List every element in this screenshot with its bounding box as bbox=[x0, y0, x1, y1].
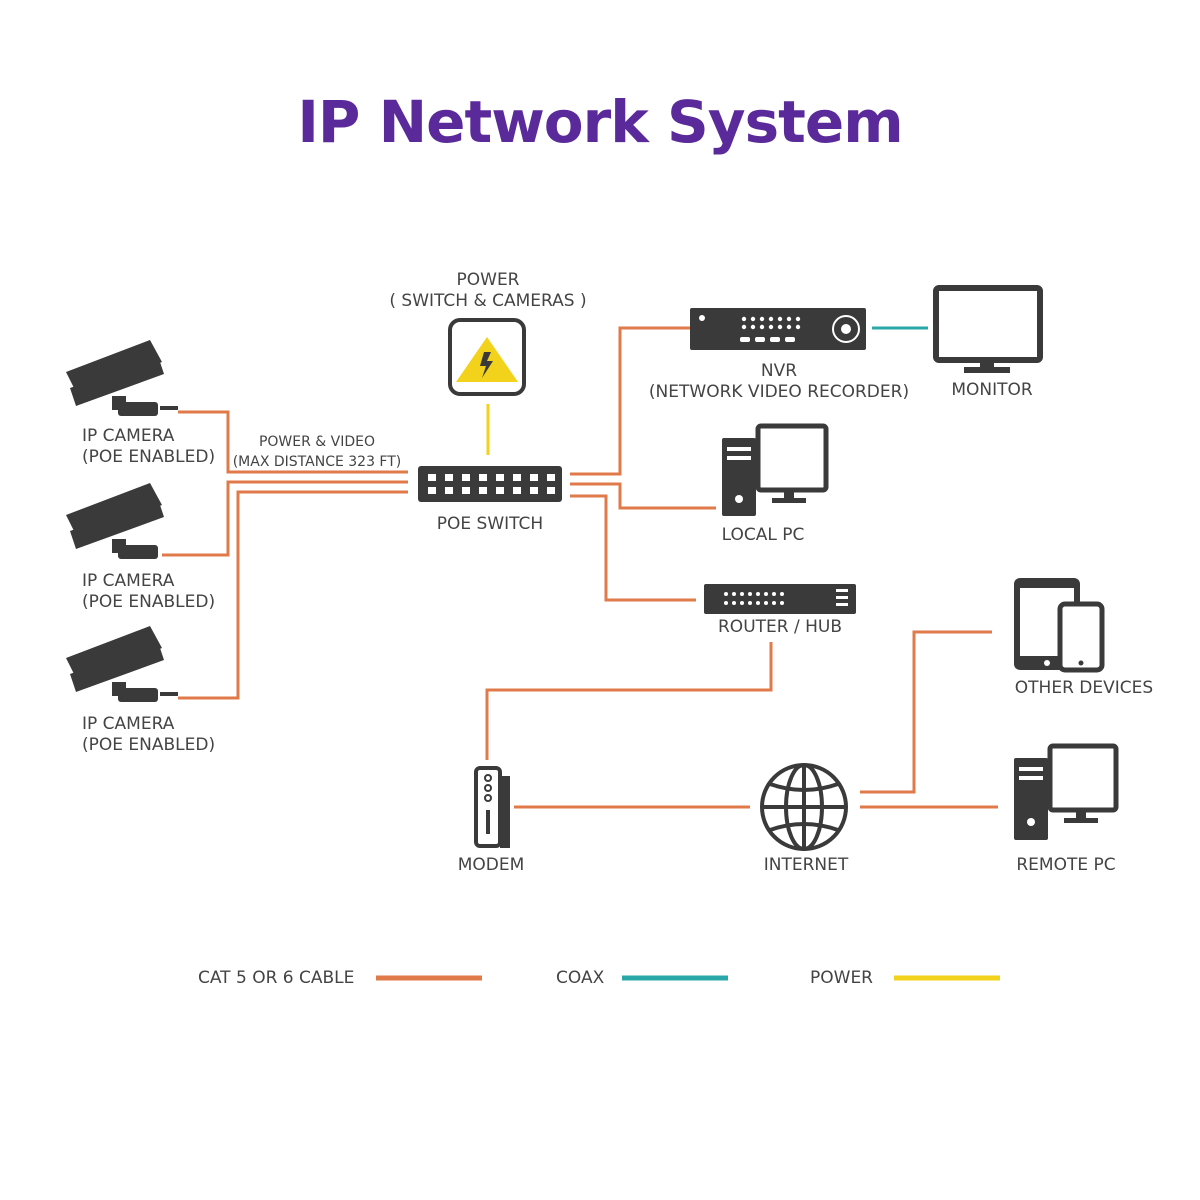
page-title: IP Network System bbox=[297, 88, 903, 156]
cable-note: POWER & VIDEO (MAX DISTANCE 323 FT) bbox=[230, 432, 404, 472]
modem-label: MODEM bbox=[457, 855, 525, 875]
camera-label-3-line2: (POE ENABLED) bbox=[82, 735, 216, 755]
camera-label-2-line1: IP CAMERA bbox=[82, 571, 175, 591]
camera-label-2-line2: (POE ENABLED) bbox=[82, 592, 216, 612]
local-pc-icon bbox=[722, 423, 829, 516]
cable-switch-localpc bbox=[570, 482, 716, 510]
cat-cables bbox=[162, 326, 998, 809]
power-label-line1: POWER bbox=[456, 270, 520, 290]
remote-pc-label: REMOTE PC bbox=[1016, 855, 1116, 875]
monitor-label: MONITOR bbox=[951, 380, 1033, 400]
cable-note-line1: POWER & VIDEO bbox=[258, 434, 376, 450]
legend-label-power: POWER bbox=[810, 968, 873, 988]
legend-label-cat: CAT 5 OR 6 CABLE bbox=[198, 968, 355, 988]
internet-label: INTERNET bbox=[763, 855, 849, 875]
poe-switch-icon bbox=[418, 466, 562, 502]
ip-camera-icon-2 bbox=[66, 483, 164, 559]
cable-switch-nvr bbox=[570, 326, 690, 476]
cable-switch-router bbox=[570, 494, 696, 602]
remote-pc-icon bbox=[1014, 743, 1119, 840]
nvr-label-line1: NVR bbox=[760, 361, 798, 381]
camera-label-1-line2: (POE ENABLED) bbox=[82, 447, 216, 467]
router-label: ROUTER / HUB bbox=[718, 617, 842, 637]
nvr-label-line2: (NETWORK VIDEO RECORDER) bbox=[648, 382, 910, 402]
local-pc-label: LOCAL PC bbox=[721, 525, 805, 545]
legend-label-coax: COAX bbox=[556, 968, 605, 988]
camera-label-1: IP CAMERA (POE ENABLED) bbox=[82, 426, 215, 468]
globe-icon bbox=[760, 763, 848, 851]
cable-camera-1 bbox=[178, 410, 408, 474]
power-label: POWER ( SWITCH & CAMERAS ) bbox=[388, 270, 588, 312]
ip-camera-icon-3 bbox=[66, 626, 178, 702]
cable-camera-3 bbox=[178, 490, 408, 700]
router-hub-icon bbox=[704, 584, 856, 614]
cable-camera-2 bbox=[162, 480, 408, 557]
modem-icon bbox=[474, 766, 510, 848]
tablet-phone-icon bbox=[1014, 578, 1105, 673]
nvr-icon bbox=[690, 308, 866, 350]
power-supply-icon bbox=[448, 318, 526, 396]
cable-note-line2: (MAX DISTANCE 323 FT) bbox=[232, 454, 402, 470]
ip-camera-icon-1 bbox=[66, 340, 178, 416]
monitor-icon bbox=[933, 285, 1043, 373]
poe-switch-label: POE SWITCH bbox=[436, 514, 544, 534]
camera-label-1-line1: IP CAMERA bbox=[82, 426, 175, 446]
camera-label-3: IP CAMERA (POE ENABLED) bbox=[82, 714, 215, 756]
power-label-line2: ( SWITCH & CAMERAS ) bbox=[389, 291, 587, 311]
nvr-label: NVR (NETWORK VIDEO RECORDER) bbox=[640, 361, 918, 403]
cable-router-modem bbox=[485, 642, 773, 760]
camera-label-2: IP CAMERA (POE ENABLED) bbox=[82, 571, 215, 613]
other-devices-label: OTHER DEVICES bbox=[1014, 678, 1154, 698]
camera-label-3-line1: IP CAMERA bbox=[82, 714, 175, 734]
cable-internet-other bbox=[860, 630, 992, 794]
